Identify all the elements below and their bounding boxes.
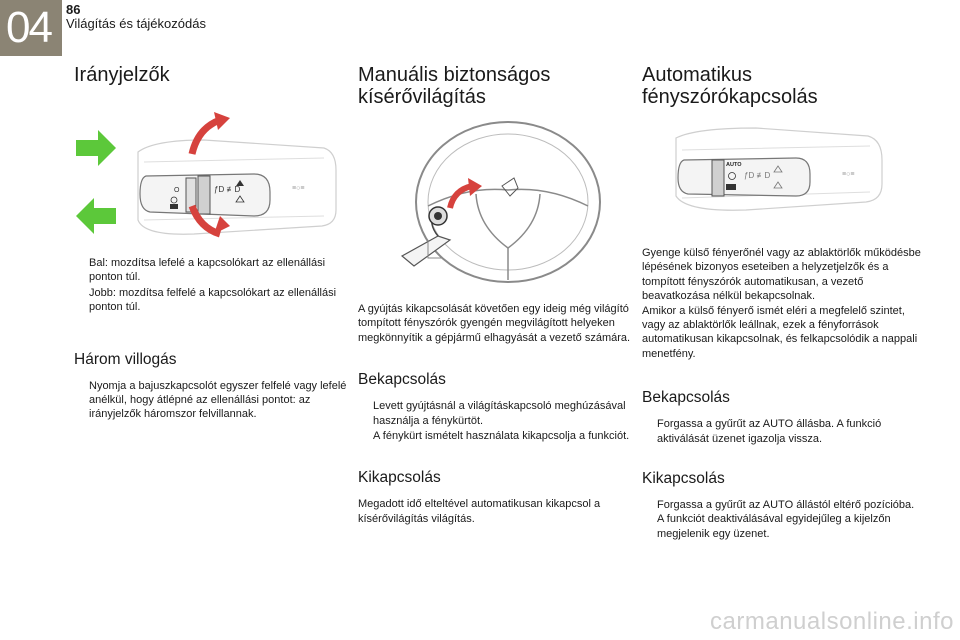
list-item: Bal: mozdítsa lefelé a kapcsolókart az e… bbox=[89, 257, 326, 284]
list-item: Forgassa a gyűrűt az AUTO állásba. A fun… bbox=[657, 418, 882, 445]
arrow-up-red-icon bbox=[188, 116, 222, 155]
arrow-right-icon bbox=[76, 130, 116, 166]
manual-off-description: Megadott idő elteltével automatikusan ki… bbox=[358, 498, 601, 525]
svg-text:ƒD ≢D: ƒD ≢D bbox=[214, 185, 240, 194]
auto-on-heading: Bekapcsolás bbox=[642, 389, 730, 407]
list-item: Levett gyújtásnál a világításkapcsoló me… bbox=[373, 400, 626, 427]
page-number: 86 bbox=[66, 2, 81, 17]
list-item: Forgassa a gyűrűt az AUTO állástól eltér… bbox=[657, 499, 915, 540]
svg-text:≡○≡: ≡○≡ bbox=[842, 171, 854, 178]
light-stalk-auto-illustration: AUTO ƒD ≢D ≡○≡ bbox=[675, 127, 883, 211]
auto-off-list: Forgassa a gyűrűt az AUTO állástól eltér… bbox=[642, 498, 922, 541]
column-turn-signals: Irányjelzők O ƒD ≢D ≡○≡ Bal: mozdítsa le… bbox=[74, 64, 354, 423]
three-flashes-list: Nyomja a bajuszkapcsolót egyszer felfelé… bbox=[74, 379, 354, 422]
auto-description-2: Amikor a külső fényerő ismét eléri a meg… bbox=[642, 304, 918, 360]
list-item: A fénykürt ismételt használata kikapcsol… bbox=[373, 430, 630, 443]
auto-description-1: Gyenge külső fényerőnél vagy az ablaktör… bbox=[642, 247, 921, 303]
svg-text:O: O bbox=[174, 187, 180, 194]
svg-text:≡○≡: ≡○≡ bbox=[292, 185, 304, 192]
guide-me-home-description: A gyújtás kikapcsolását követően egy ide… bbox=[358, 303, 631, 344]
manual-on-list: Levett gyújtásnál a világításkapcsoló me… bbox=[358, 399, 638, 443]
turn-signals-heading: Irányjelzők bbox=[74, 64, 170, 86]
turn-signal-list: Bal: mozdítsa lefelé a kapcsolókart az e… bbox=[74, 256, 354, 315]
arrow-down-red-icon bbox=[188, 204, 222, 238]
svg-text:ƒD ≢D: ƒD ≢D bbox=[744, 171, 770, 180]
section-title: Világítás és tájékozódás bbox=[66, 16, 206, 31]
manual-on-heading: Bekapcsolás bbox=[358, 371, 446, 389]
three-flashes-heading: Három villogás bbox=[74, 350, 177, 368]
manual-off-heading: Kikapcsolás bbox=[358, 469, 441, 487]
list-item: Jobb: mozdítsa felfelé a kapcsolókart az… bbox=[89, 286, 337, 314]
chapter-number: 04 bbox=[6, 3, 53, 52]
chapter-badge: 04 bbox=[0, 0, 62, 56]
steering-wheel-illustration bbox=[400, 121, 601, 283]
turn-signal-stalk-illustration: O ƒD ≢D ≡○≡ bbox=[76, 112, 337, 238]
auto-off-heading: Kikapcsolás bbox=[642, 470, 725, 488]
arrow-left-icon bbox=[76, 198, 116, 234]
pull-arrow-red-icon bbox=[447, 183, 473, 209]
site-watermark: carmanualsonline.info bbox=[710, 608, 954, 635]
auto-on-list: Forgassa a gyűrűt az AUTO állásba. A fun… bbox=[642, 417, 922, 446]
auto-position-label: AUTO bbox=[726, 162, 742, 168]
list-item: Nyomja a bajuszkapcsolót egyszer felfelé… bbox=[89, 379, 347, 421]
